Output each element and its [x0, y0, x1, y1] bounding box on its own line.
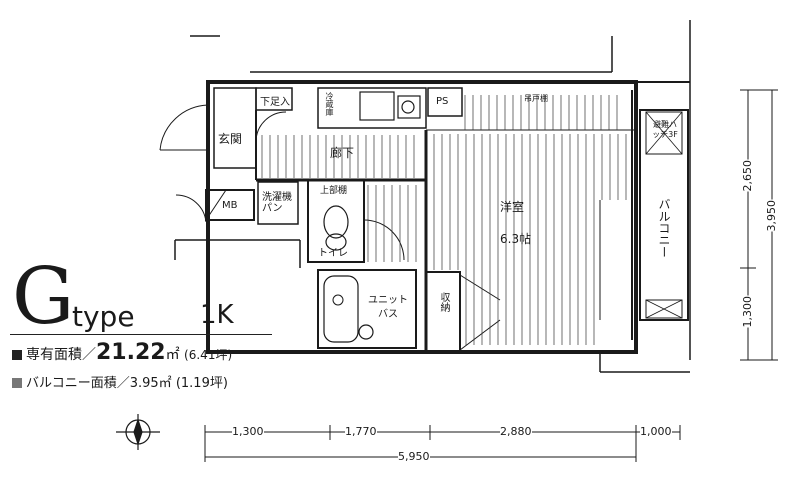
room-balcony: バルコニー [657, 198, 671, 258]
room-western-size: 6.3帖 [500, 232, 532, 246]
bullet-square [12, 350, 22, 360]
unit-type-word: type [72, 300, 135, 333]
exclusive-area: 専有面積／21.22㎡ (6.41坪) [12, 340, 232, 365]
bullet-square [12, 378, 22, 388]
exclusive-area-value: 21.22 [96, 340, 166, 365]
balcony-area-label: バルコニー面積／3.95㎡ (1.19坪) [26, 376, 228, 391]
room-getabako: 下足入 [260, 97, 290, 108]
dim-bottom-2: 1,770 [345, 425, 377, 438]
room-western: 洋室 [500, 200, 525, 214]
exclusive-area-tsubo: (6.41坪) [184, 348, 233, 362]
room-washer: 洗濯機パン [262, 192, 292, 214]
room-hallway: 廊下 [330, 146, 355, 160]
compass-icon [116, 414, 160, 450]
room-refrigerator: 冷蔵庫 [325, 92, 334, 116]
dim-right-2: 1,300 [741, 296, 754, 328]
unit-letter: G [12, 252, 75, 342]
exclusive-area-unit: ㎡ [165, 347, 180, 363]
room-top-cabinet: 吊戸棚 [524, 94, 548, 103]
dim-bottom-total: 5,950 [398, 450, 430, 463]
room-unit-bath: ユニットバス [368, 295, 408, 320]
dim-bottom-1: 1,300 [232, 425, 264, 438]
room-genkan: 玄関 [218, 132, 243, 146]
dim-right-total: 3,950 [765, 200, 778, 232]
balcony-area: バルコニー面積／3.95㎡ (1.19坪) [12, 372, 228, 391]
dim-bottom-3: 2,880 [500, 425, 532, 438]
dim-right-1: 2,650 [741, 160, 754, 192]
divider [10, 334, 272, 335]
room-closet: 収納 [438, 292, 449, 312]
room-upper-cabinet: 上部棚 [320, 186, 348, 196]
room-ps: PS [436, 96, 449, 107]
room-mb: MB [222, 200, 238, 211]
room-evacuation: 避難ハッチ3F [652, 120, 678, 139]
room-toilet: トイレ [318, 248, 348, 259]
dim-bottom-4: 1,000 [640, 425, 672, 438]
exclusive-area-label: 専有面積／ [26, 347, 96, 363]
unit-layout: 1K [200, 300, 234, 330]
